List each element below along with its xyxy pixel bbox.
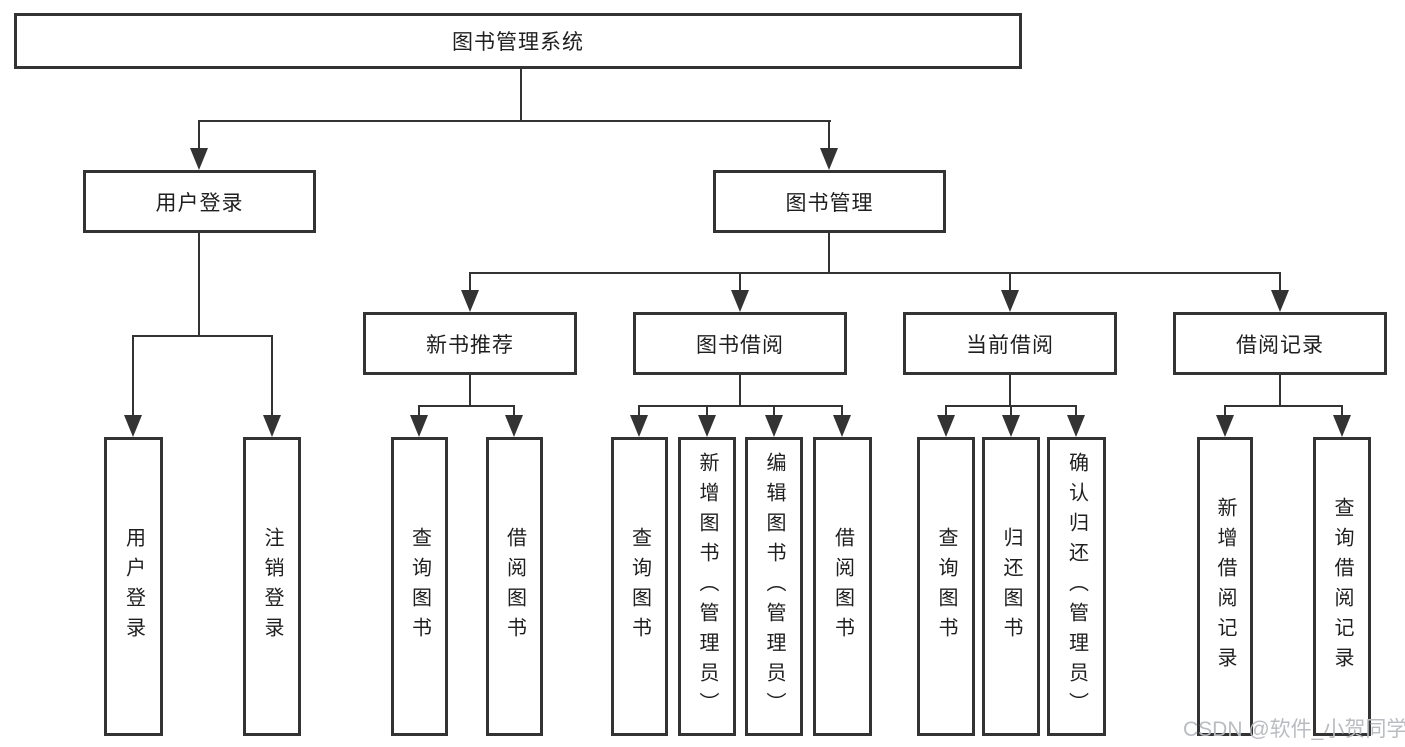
connector-book-borrowing-hbar xyxy=(638,405,843,407)
connector-stub-new-book xyxy=(469,272,471,292)
node-label: 新增图书（管理员） xyxy=(696,451,718,722)
leaf-query-books-borrowing: 查询图书 xyxy=(611,437,668,736)
node-label: 查询图书 xyxy=(935,526,957,647)
connector-borrowing-records-stem xyxy=(1279,374,1281,405)
node-user-login: 用户登录 xyxy=(83,170,316,233)
connector-stub xyxy=(418,405,420,417)
node-root-library-management-system: 图书管理系统 xyxy=(14,13,1022,69)
arrow-down-icon xyxy=(1333,415,1351,437)
node-new-book-recommendation: 新书推荐 xyxy=(363,312,577,375)
node-label: 新增借阅记录 xyxy=(1214,496,1236,677)
connector-user-login-hbar xyxy=(133,335,273,337)
arrow-down-icon xyxy=(1271,290,1289,312)
node-label: 图书管理 xyxy=(785,191,874,215)
arrow-down-icon xyxy=(630,415,648,437)
node-label: 借阅图书 xyxy=(503,526,526,647)
connector-stub xyxy=(638,405,640,417)
connector-stub-book-borrowing xyxy=(739,272,741,292)
arrow-down-icon xyxy=(1002,415,1020,437)
leaf-borrow-books-recommend: 借阅图书 xyxy=(486,437,543,736)
node-label: 查询图书 xyxy=(628,526,651,647)
connector-stub xyxy=(1075,405,1077,417)
node-label: 借阅记录 xyxy=(1236,333,1324,357)
node-label: 图书借阅 xyxy=(696,333,784,357)
connector-user-login-stem xyxy=(198,232,200,335)
connector-stub-current-borrowing xyxy=(1009,272,1011,292)
leaf-add-borrow-record: 新增借阅记录 xyxy=(1197,437,1253,736)
node-label: 用户登录 xyxy=(155,191,244,215)
node-book-management: 图书管理 xyxy=(713,170,946,233)
leaf-add-book-admin: 新增图书（管理员） xyxy=(678,437,736,736)
connector-stub xyxy=(945,405,947,417)
node-borrowing-records: 借阅记录 xyxy=(1173,312,1387,375)
node-label: 当前借阅 xyxy=(966,333,1054,357)
arrow-down-icon xyxy=(505,415,523,437)
connector-current-borrowing-stem xyxy=(1009,374,1011,405)
csdn-watermark: CSDN @软件_小贺同学 xyxy=(1183,718,1405,741)
connector-stub xyxy=(513,405,515,417)
arrow-down-icon xyxy=(124,415,142,437)
arrow-down-icon xyxy=(731,290,749,312)
connector-level3-hbar xyxy=(469,272,1281,274)
node-label: 注销登录 xyxy=(261,526,283,647)
leaf-return-book: 归还图书 xyxy=(982,437,1040,736)
node-label: 查询借阅记录 xyxy=(1331,496,1353,677)
connector-stub xyxy=(773,405,775,417)
connector-stub-user-login xyxy=(198,120,200,150)
connector-stub-book-management xyxy=(828,120,830,150)
connector-root-hbar xyxy=(199,120,831,122)
arrow-down-icon xyxy=(820,148,838,170)
connector-new-book-stem xyxy=(469,374,471,405)
node-label: 图书管理系统 xyxy=(452,31,584,54)
arrow-down-icon xyxy=(1067,415,1085,437)
connector-book-management-stem xyxy=(828,232,830,272)
node-label: 用户登录 xyxy=(122,526,145,647)
connector-stub xyxy=(706,405,708,417)
arrow-down-icon xyxy=(1216,415,1234,437)
leaf-query-books-recommend: 查询图书 xyxy=(391,437,448,736)
arrow-down-icon xyxy=(461,290,479,312)
arrow-down-icon xyxy=(190,148,208,170)
connector-stub xyxy=(1010,405,1012,417)
arrow-down-icon xyxy=(263,415,281,437)
connector-root-stem xyxy=(520,68,522,120)
arrow-down-icon xyxy=(698,415,716,437)
connector-stub-borrowing-records xyxy=(1279,272,1281,292)
leaf-query-books-current: 查询图书 xyxy=(917,437,975,736)
leaf-logout: 注销登录 xyxy=(243,437,301,736)
leaf-query-borrow-record: 查询借阅记录 xyxy=(1313,437,1371,736)
connector-book-borrowing-stem xyxy=(739,374,741,405)
connector-stub xyxy=(841,405,843,417)
connector-stub-leaf-logout xyxy=(271,335,273,417)
node-label: 归还图书 xyxy=(1000,526,1022,647)
connector-stub xyxy=(1224,405,1226,417)
arrow-down-icon xyxy=(410,415,428,437)
arrow-down-icon xyxy=(1001,290,1019,312)
node-label: 借阅图书 xyxy=(831,526,854,647)
node-label: 查询图书 xyxy=(408,526,431,647)
arrow-down-icon xyxy=(937,415,955,437)
arrow-down-icon xyxy=(833,415,851,437)
node-label: 编辑图书（管理员） xyxy=(763,451,785,722)
leaf-borrow-books: 借阅图书 xyxy=(813,437,872,736)
leaf-edit-book-admin: 编辑图书（管理员） xyxy=(745,437,803,736)
connector-new-book-hbar xyxy=(418,405,515,407)
connector-stub xyxy=(1341,405,1343,417)
node-book-borrowing: 图书借阅 xyxy=(633,312,847,375)
node-label: 确认归还（管理员） xyxy=(1065,451,1088,722)
node-label: 新书推荐 xyxy=(426,333,514,357)
leaf-user-login: 用户登录 xyxy=(104,437,163,736)
node-current-borrowing: 当前借阅 xyxy=(903,312,1117,375)
connector-stub-leaf-user-login xyxy=(132,335,134,417)
arrow-down-icon xyxy=(765,415,783,437)
leaf-confirm-return-admin: 确认归还（管理员） xyxy=(1047,437,1106,736)
connector-borrowing-records-hbar xyxy=(1224,405,1342,407)
